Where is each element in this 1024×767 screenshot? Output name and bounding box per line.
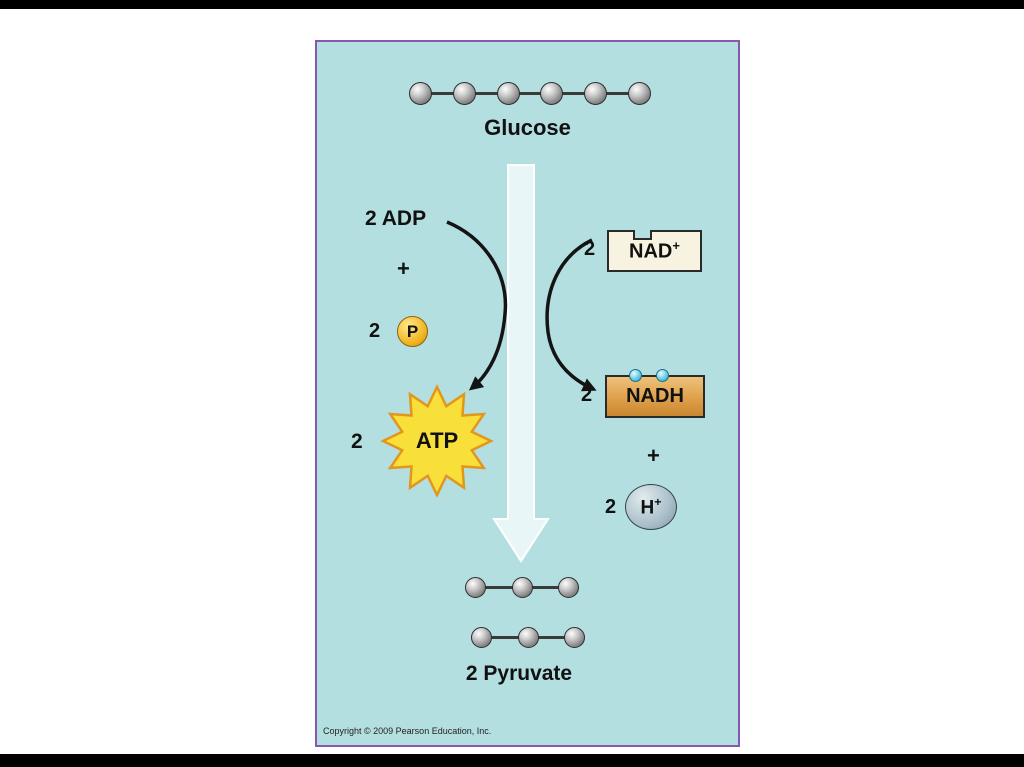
nadh-count: 2 <box>581 384 593 406</box>
carbon-sphere <box>558 577 579 598</box>
phosphate-count: 2 <box>369 320 381 342</box>
nad-label: NAD+ <box>629 238 680 263</box>
carbon-sphere <box>584 82 608 105</box>
electron-dot-icon <box>656 369 669 382</box>
phosphate-circle: P <box>397 316 428 347</box>
electron-dot-icon <box>629 369 642 382</box>
adp-label: 2 ADP <box>365 207 427 230</box>
nad-to-nadh-arrow <box>545 238 597 392</box>
plus-sign-right: + <box>647 443 660 468</box>
carbon-sphere <box>452 82 476 105</box>
proton-label: H+ <box>640 494 662 519</box>
glucose-label: Glucose <box>484 115 571 140</box>
carbon-sphere <box>465 577 486 598</box>
copyright-text: Copyright © 2009 Pearson Education, Inc. <box>323 726 492 736</box>
carbon-sphere <box>496 82 520 105</box>
carbon-sphere <box>471 627 492 648</box>
atp-label: ATP <box>415 428 459 453</box>
proton-count: 2 <box>605 496 617 518</box>
nad-box-notch <box>633 230 652 240</box>
carbon-sphere <box>540 82 564 105</box>
carbon-sphere <box>517 627 539 648</box>
carbon-sphere <box>409 82 432 105</box>
nadh-label: NADH <box>626 385 684 407</box>
phosphate-label: P <box>406 321 419 341</box>
glycolysis-main-arrow <box>492 164 550 563</box>
nadh-box: NADH <box>605 369 705 418</box>
pyruvate-carbon-chain-2 <box>471 627 585 648</box>
bottom-black-bar <box>0 754 1024 767</box>
plus-sign-left: + <box>397 256 410 281</box>
glucose-carbon-chain <box>409 82 651 105</box>
glycolysis-diagram-panel: Glucose 2 ADP + 2 P 2 ATP 2 NAD+ 2 NADH … <box>315 40 740 747</box>
top-black-bar <box>0 0 1024 9</box>
atp-count: 2 <box>351 430 363 453</box>
adp-to-atp-arrow <box>446 220 508 391</box>
carbon-sphere <box>564 627 585 648</box>
nad-count: 2 <box>584 238 596 260</box>
carbon-sphere <box>511 577 533 598</box>
carbon-sphere <box>627 82 651 105</box>
pyruvate-label: 2 Pyruvate <box>465 662 573 685</box>
nad-box: NAD+ <box>607 230 702 272</box>
proton-circle: H+ <box>625 484 677 530</box>
pyruvate-carbon-chain-1 <box>465 577 579 598</box>
